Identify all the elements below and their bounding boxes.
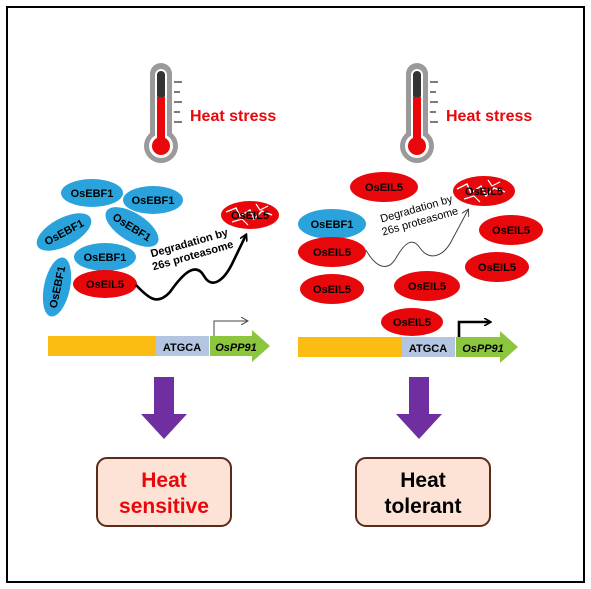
protein-label: OsEIL5: [86, 279, 124, 291]
gene-label: OsPP91: [462, 343, 504, 355]
gene-label: OsPP91: [215, 342, 257, 354]
oseil5-protein: OsEIL5: [465, 252, 529, 282]
down-arrow: [141, 377, 187, 439]
oseil5-protein: OsEIL5: [381, 308, 443, 336]
protein-label: OsEBF1: [311, 219, 354, 231]
oseil5-protein: OsEIL5: [300, 274, 364, 304]
protein-label: OsEIL5: [313, 247, 351, 259]
thermometer-icon: [144, 63, 182, 163]
degraded-oseil5-protein: OsEIL5: [221, 201, 279, 229]
outcome-label: tolerant: [384, 495, 461, 518]
down-arrow: [396, 377, 442, 439]
oseil5-protein: OsEIL5: [479, 215, 543, 245]
protein-label: OsEIL5: [492, 225, 530, 237]
protein-label: OsEIL5: [408, 281, 446, 293]
protein-label: OsEIL5: [365, 182, 403, 194]
gene-body: [456, 331, 518, 363]
osebf1-protein: OsEBF1: [61, 179, 123, 207]
outcome-box: Heat sensitive: [96, 457, 232, 527]
transcription-start-arrow: [457, 322, 490, 337]
dna-strand: [48, 336, 156, 356]
protein-label: OsEBF1: [84, 252, 127, 264]
protein-label: OsEIL5: [478, 262, 516, 274]
promoter-region: [402, 337, 455, 357]
osebf1-protein: OsEBF1: [298, 209, 366, 239]
osebf1-protein: OsEBF1: [74, 243, 136, 271]
outcome-label: Heat: [400, 469, 446, 492]
oseil5-protein: OsEIL5: [394, 271, 460, 301]
transcription-start-arrow: [213, 321, 247, 336]
heat-stress-label: Heat stress: [446, 108, 532, 125]
promoter-label: ATGCA: [409, 343, 447, 355]
gene-body: [210, 330, 270, 362]
degradation-arrow: [135, 235, 246, 301]
promoter-label: ATGCA: [163, 342, 201, 354]
protein-label: OsEIL5: [313, 284, 351, 296]
osebf1-protein: OsEBF1: [123, 186, 183, 214]
left-panel: Heat stress OsEBF1 OsEBF1 OsEBF1 OsEBF1 …: [36, 63, 279, 527]
outcome-label: Heat: [141, 469, 187, 492]
protein-label: OsEBF1: [132, 195, 175, 207]
right-panel: Heat stress OsEIL5 OsEIL5 OsEBF1 OsEIL5 …: [298, 63, 543, 527]
protein-label: OsEIL5: [465, 186, 503, 198]
outcome-box: Heat tolerant: [355, 457, 491, 527]
protein-label: OsEIL5: [393, 317, 431, 329]
protein-label: OsEIL5: [231, 210, 269, 222]
oseil5-protein: OsEIL5: [73, 270, 137, 298]
heat-stress-label: Heat stress: [190, 108, 276, 125]
osebf1-protein: OsEBF1: [36, 213, 92, 251]
protein-label: OsEBF1: [71, 188, 114, 200]
oseil5-protein: OsEIL5: [298, 237, 366, 267]
oseil5-protein: OsEIL5: [350, 172, 418, 202]
degraded-oseil5-protein: OsEIL5: [453, 176, 515, 206]
promoter-region: [156, 336, 209, 356]
dna-strand: [298, 337, 402, 357]
thermometer-icon: [400, 63, 438, 163]
degradation-arrow: [365, 210, 468, 267]
osebf1-protein: OsEBF1: [42, 257, 72, 317]
outcome-label: sensitive: [119, 495, 209, 518]
